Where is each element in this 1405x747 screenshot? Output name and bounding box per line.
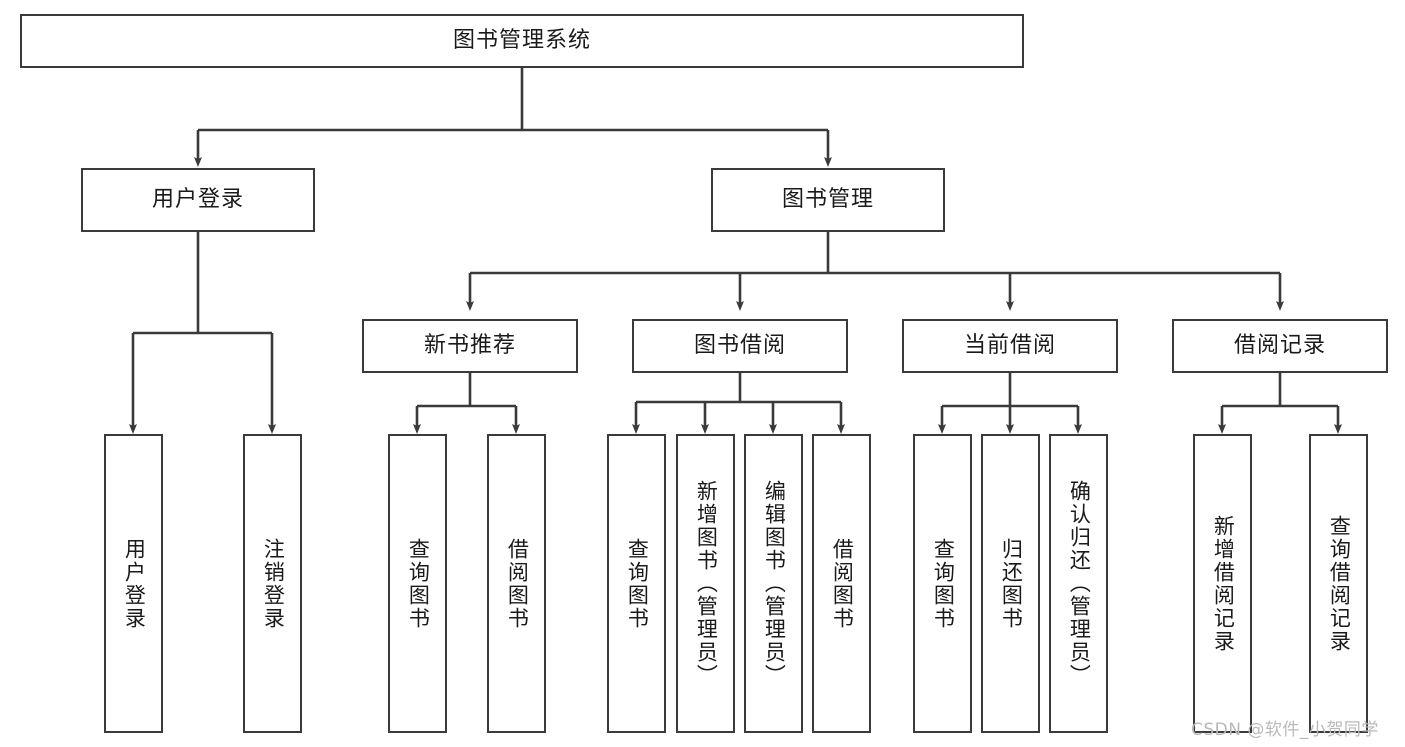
node-label: 借阅图书 — [505, 537, 530, 630]
node-label: 当前借阅 — [963, 332, 1056, 358]
node-current-borrow[interactable]: 当前借阅 — [902, 319, 1118, 373]
leaf-add-book-admin[interactable]: 新增图书（管理员） — [676, 434, 735, 733]
leaf-add-borrow-record[interactable]: 新增借阅记录 — [1193, 434, 1252, 733]
leaf-query-book-borrow[interactable]: 查询图书 — [607, 434, 666, 733]
node-user-login[interactable]: 用户登录 — [81, 168, 315, 232]
leaf-query-book-new-rec[interactable]: 查询图书 — [388, 434, 447, 733]
node-label: 新增图书（管理员） — [694, 480, 719, 687]
node-label: 查询图书 — [625, 537, 650, 630]
node-label: 查询图书 — [406, 537, 431, 630]
node-borrow-record[interactable]: 借阅记录 — [1172, 319, 1388, 373]
node-label: 注销登录 — [261, 537, 286, 630]
node-new-book-recommend[interactable]: 新书推荐 — [362, 319, 578, 373]
leaf-edit-book-admin[interactable]: 编辑图书（管理员） — [744, 434, 803, 733]
node-label: 归还图书 — [999, 537, 1024, 630]
node-label: 确认归还（管理员） — [1067, 480, 1092, 687]
leaf-confirm-return-admin[interactable]: 确认归还（管理员） — [1049, 434, 1108, 733]
node-root-book-management-system[interactable]: 图书管理系统 — [20, 14, 1024, 68]
leaf-query-borrow-record[interactable]: 查询借阅记录 — [1309, 434, 1368, 733]
leaf-query-book-current[interactable]: 查询图书 — [913, 434, 972, 733]
node-label: 图书借阅 — [693, 332, 786, 358]
node-label: 借阅记录 — [1233, 332, 1326, 358]
node-label: 新增借阅记录 — [1211, 514, 1236, 653]
node-label: 借阅图书 — [830, 537, 855, 630]
node-label: 图书管理 — [781, 186, 874, 212]
csdn-watermark: CSDN @软件_小贺同学 — [1191, 720, 1379, 740]
node-label: 用户登录 — [151, 186, 244, 212]
node-book-manage[interactable]: 图书管理 — [711, 168, 945, 232]
node-label: 编辑图书（管理员） — [762, 480, 787, 687]
node-label: 查询借阅记录 — [1327, 514, 1352, 653]
leaf-user-login[interactable]: 用户登录 — [104, 434, 163, 733]
leaf-return-book[interactable]: 归还图书 — [981, 434, 1040, 733]
node-label: 新书推荐 — [423, 332, 516, 358]
node-label: 图书管理系统 — [452, 27, 591, 53]
node-label: 查询图书 — [931, 537, 956, 630]
leaf-borrow-book-borrow[interactable]: 借阅图书 — [812, 434, 871, 733]
leaf-user-logout[interactable]: 注销登录 — [243, 434, 302, 733]
node-book-borrow[interactable]: 图书借阅 — [632, 319, 848, 373]
leaf-borrow-book-new-rec[interactable]: 借阅图书 — [487, 434, 546, 733]
node-label: 用户登录 — [122, 537, 147, 630]
